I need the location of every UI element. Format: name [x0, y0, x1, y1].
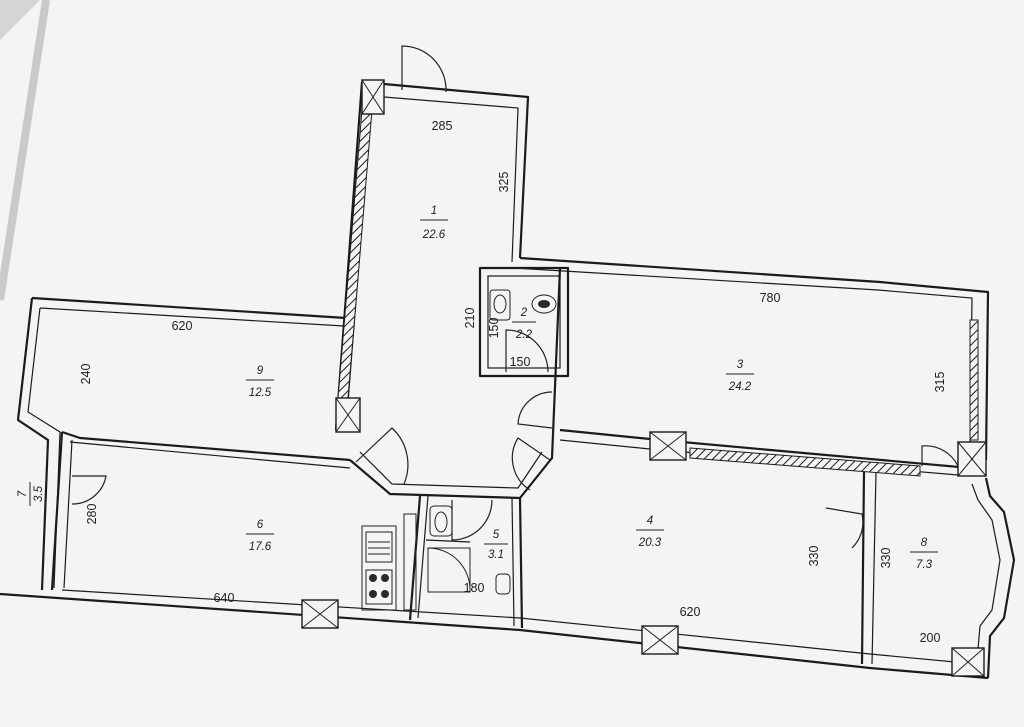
room-area: 22.6 [422, 229, 446, 241]
dim-room8-depth: 330 [879, 548, 893, 569]
vent-shaft [641, 625, 679, 655]
dim-bath-inner-h: 150 [510, 355, 531, 369]
dim-room6-depth: 280 [85, 504, 99, 525]
room-number: 4 [647, 515, 653, 527]
dimension-labels: 285 325 210 150 150 780 315 620 240 640 … [79, 119, 947, 645]
room-area: 24.2 [728, 381, 752, 393]
room-label-3: 3 24.2 [726, 359, 754, 393]
dim-room8-width: 200 [920, 631, 941, 645]
vent-shaft [361, 79, 385, 115]
room-label-7: 7 3.5 [17, 482, 45, 506]
room-number: 9 [257, 365, 264, 377]
room-number: 8 [921, 537, 928, 549]
dim-room6-width: 640 [214, 591, 235, 605]
room-area: 17.6 [249, 541, 272, 553]
structural-elements [301, 79, 987, 677]
dim-room3-width: 780 [760, 291, 781, 305]
dim-hall-length: 325 [497, 172, 511, 193]
dim-bath-inner-v: 150 [487, 318, 501, 339]
room-label-9: 9 12.5 [246, 365, 274, 399]
dim-room9-depth: 240 [79, 364, 93, 385]
vent-shaft [335, 397, 361, 433]
vent-shaft [301, 599, 339, 629]
dim-wc-width: 180 [464, 581, 485, 595]
dim-room4-depth: 330 [807, 546, 821, 567]
dim-room9-width: 620 [172, 319, 193, 333]
outer-walls [0, 80, 1016, 680]
room-label-8: 8 7.3 [910, 537, 938, 571]
room-label-1: 1 22.6 [420, 205, 448, 241]
room-area: 20.3 [638, 537, 662, 549]
room-number: 2 [520, 307, 528, 319]
dim-hall-width: 285 [432, 119, 453, 133]
dim-room3-depth: 315 [933, 372, 947, 393]
room-number: 3 [737, 359, 744, 371]
vent-shaft [957, 441, 987, 477]
room-label-4: 4 20.3 [636, 515, 664, 549]
dim-bath-height: 210 [463, 308, 477, 329]
vent-shaft [951, 647, 985, 677]
room-area: 7.3 [916, 559, 933, 571]
dim-room4-width: 620 [680, 605, 701, 619]
room-label-6: 6 17.6 [246, 519, 274, 553]
room-number: 1 [431, 205, 437, 217]
room-label-5: 5 3.1 [484, 529, 508, 561]
fixtures [361, 289, 557, 611]
room-number: 7 [17, 490, 29, 497]
doors [71, 45, 959, 549]
room-area: 3.5 [33, 485, 45, 502]
room-area: 2.2 [515, 329, 533, 341]
room-area: 12.5 [249, 387, 272, 399]
room-label-2: 2 2.2 [512, 307, 536, 341]
room-number: 5 [493, 529, 500, 541]
room-number: 6 [257, 519, 264, 531]
room-area: 3.1 [488, 549, 504, 561]
vent-shaft [649, 431, 687, 461]
